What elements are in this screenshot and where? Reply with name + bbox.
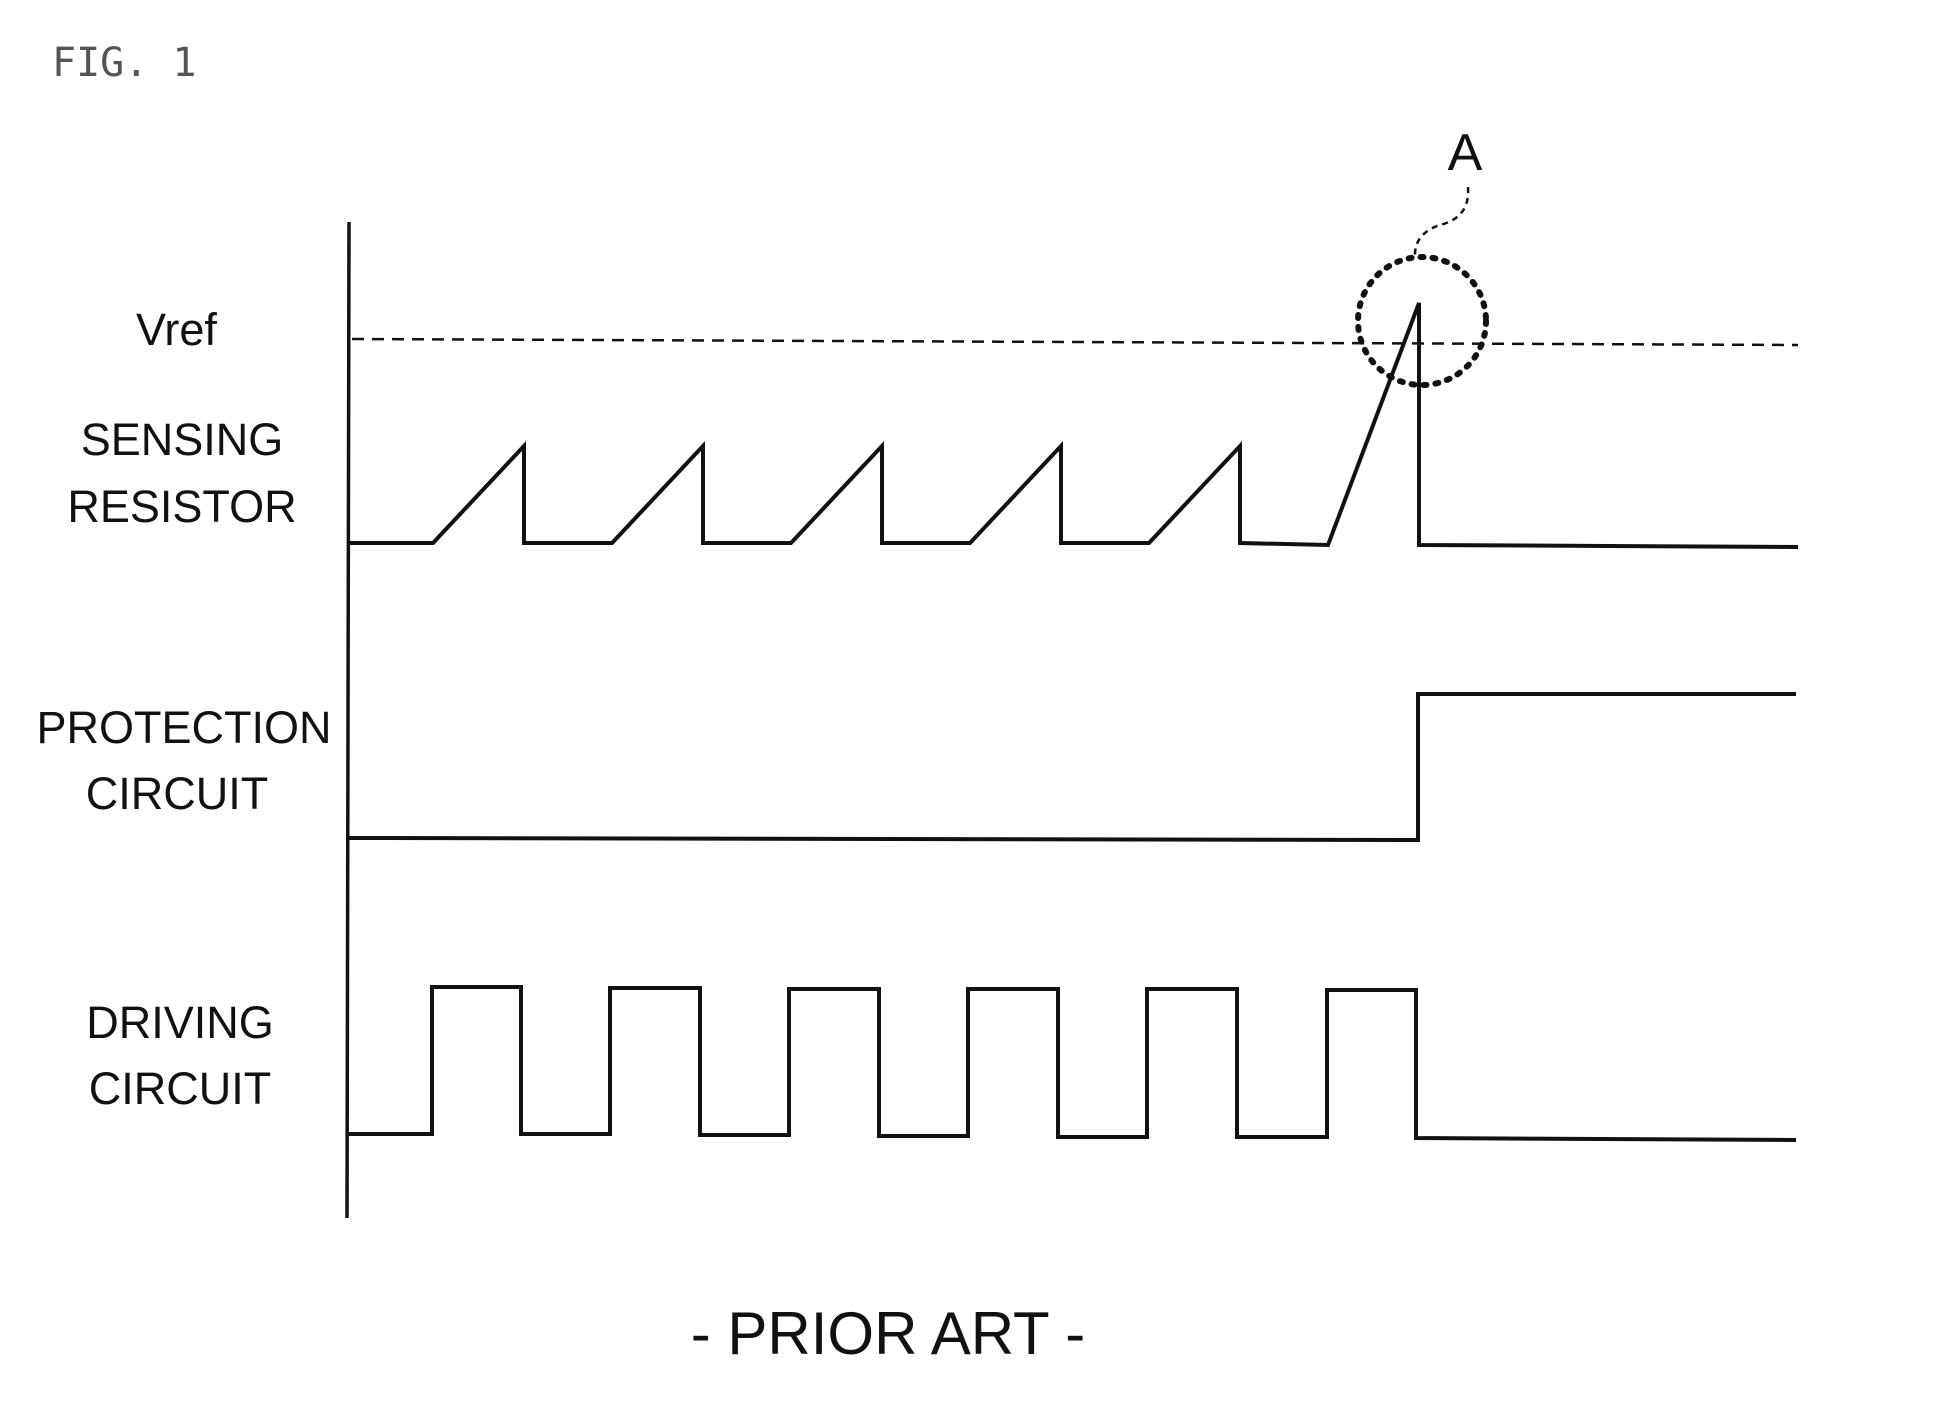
highlight-circle — [1358, 257, 1486, 385]
protection-circuit-waveform — [349, 694, 1796, 840]
driving-circuit-label-line1: DRIVING — [86, 997, 274, 1048]
marker-label: A — [1448, 124, 1483, 182]
sensing-resistor-waveform — [349, 303, 1798, 547]
driving-circuit-waveform — [347, 987, 1796, 1140]
figure-caption: - PRIOR ART - — [691, 1300, 1086, 1367]
protection-circuit-label-line2: CIRCUIT — [86, 768, 268, 819]
sensing-resistor-label-line1: SENSING — [81, 414, 284, 465]
figure-number: FIG. 1 — [52, 40, 197, 86]
driving-circuit-label-line2: CIRCUIT — [89, 1063, 271, 1114]
sensing-resistor-label-line2: RESISTOR — [67, 481, 296, 532]
vref-dashed-line — [352, 339, 1798, 345]
vertical-axis — [347, 222, 349, 1218]
vref-label: Vref — [136, 304, 217, 355]
protection-circuit-label-line1: PROTECTION — [36, 702, 331, 753]
marker-leader-line — [1415, 187, 1468, 258]
